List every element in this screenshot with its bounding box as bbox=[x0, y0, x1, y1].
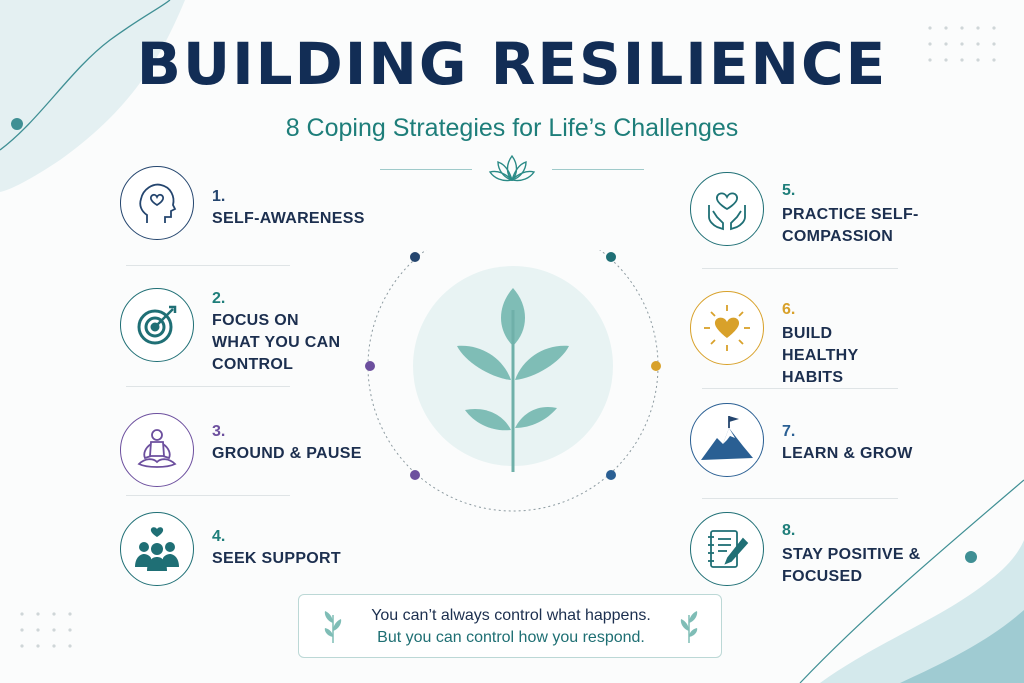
separator bbox=[126, 495, 290, 496]
strategy-label: GROUND & PAUSE bbox=[212, 445, 362, 462]
meditation-icon bbox=[120, 413, 194, 487]
lotus-icon bbox=[488, 154, 536, 182]
strategy-number: 2. bbox=[212, 290, 226, 307]
notebook-pen-icon bbox=[690, 512, 764, 586]
head-heart-icon bbox=[120, 166, 194, 240]
strategy-number: 4. bbox=[212, 528, 226, 545]
target-icon bbox=[120, 288, 194, 362]
page-subtitle: 8 Coping Strategies for Life’s Challenge… bbox=[285, 114, 739, 142]
sun-heart-icon bbox=[690, 291, 764, 365]
strategy-label: PRACTICE SELF-COMPASSION bbox=[782, 206, 919, 245]
hands-heart-icon bbox=[690, 172, 764, 246]
center-plant-illustration bbox=[365, 250, 661, 512]
page-title: BUILDING RESILIENCE bbox=[136, 30, 888, 98]
leaf-sprig-icon bbox=[324, 611, 342, 643]
strategy-label: SELF-AWARENESS bbox=[212, 210, 365, 227]
strategy-number: 5. bbox=[782, 182, 796, 199]
strategy-label: SEEK SUPPORT bbox=[212, 550, 341, 567]
strategy-label: STAY POSITIVE & FOCUSED bbox=[782, 546, 921, 585]
divider-right bbox=[552, 169, 644, 170]
strategy-number: 7. bbox=[782, 423, 796, 440]
strategy-number: 6. bbox=[782, 301, 796, 318]
quote-line-2: But you can control how you respond. bbox=[377, 629, 645, 646]
strategy-label: LEARN & GROW bbox=[782, 445, 913, 462]
group-icon bbox=[120, 512, 194, 586]
strategy-number: 8. bbox=[782, 522, 796, 539]
divider-left bbox=[380, 169, 472, 170]
separator bbox=[702, 388, 898, 389]
strategy-label: FOCUS ON WHAT YOU CAN CONTROL bbox=[212, 312, 341, 373]
separator bbox=[702, 268, 898, 269]
leaf-sprig-icon bbox=[680, 611, 698, 643]
strategy-number: 1. bbox=[212, 188, 226, 205]
strategy-label: BUILD HEALTHY HABITS bbox=[782, 325, 859, 386]
strategy-number: 3. bbox=[212, 423, 226, 440]
separator bbox=[126, 265, 290, 266]
mountain-flag-icon bbox=[690, 403, 764, 477]
quote-line-1: You can’t always control what happens. bbox=[371, 607, 651, 624]
separator bbox=[126, 386, 290, 387]
quote-box: You can’t always control what happens. B… bbox=[298, 594, 722, 658]
separator bbox=[702, 498, 898, 499]
